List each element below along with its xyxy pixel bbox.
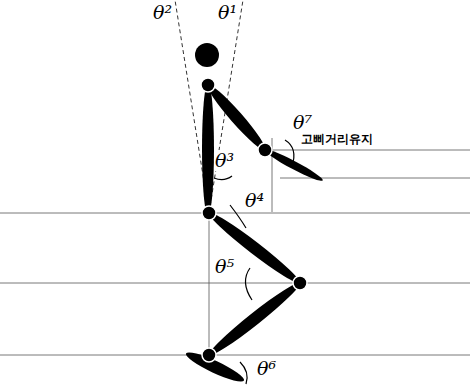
- angle-label: θ⁶: [256, 358, 277, 379]
- stick-body: [183, 43, 324, 386]
- angle-label: θ²: [152, 2, 173, 23]
- angle-label: θ⁴: [244, 190, 265, 211]
- angle-label: θ³: [214, 150, 235, 171]
- angle-label: θ¹: [217, 2, 238, 23]
- angle-label: θ⁵: [214, 256, 235, 277]
- annotation-text: 고삐거리유지: [300, 133, 374, 146]
- angle-label: θ⁷: [292, 112, 313, 133]
- reference-lines: [0, 138, 470, 355]
- angle-arcs: [214, 140, 294, 384]
